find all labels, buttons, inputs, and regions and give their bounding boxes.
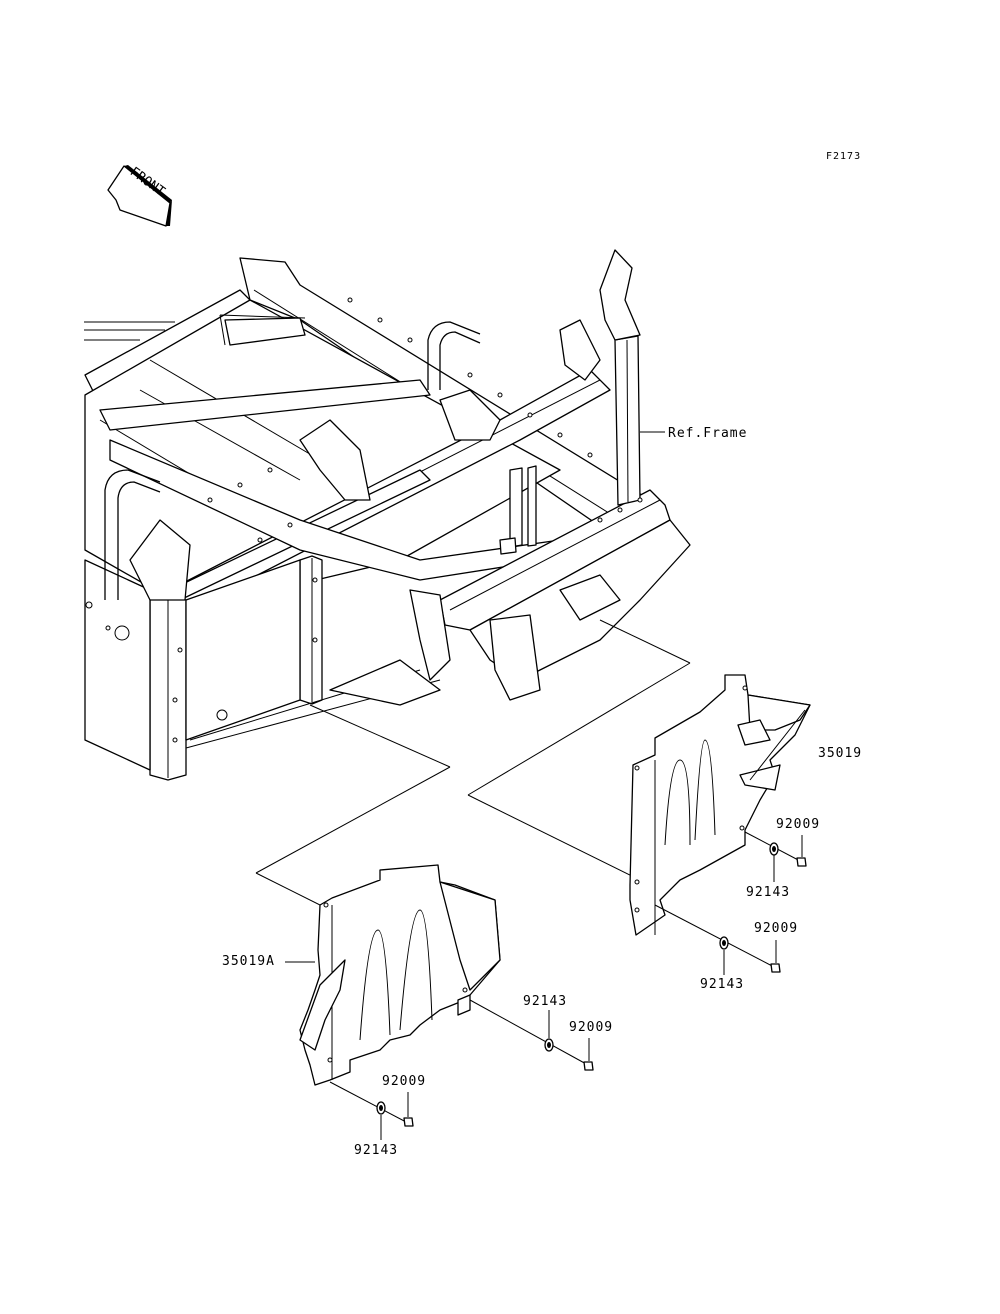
part-92143-label: 92143: [523, 994, 568, 1009]
guard-35019a: [299, 864, 501, 1086]
part-92143-label: 92143: [746, 885, 791, 900]
part-92143-label: 92143: [354, 1143, 399, 1158]
part-92009-label: 92009: [569, 1020, 614, 1035]
guard-35019: [629, 674, 811, 936]
washer-92143: [376, 842, 779, 1115]
part-35019a-label: 35019A: [222, 954, 275, 969]
figure-code: F2173: [826, 151, 862, 162]
part-92009-label: 92009: [776, 817, 821, 832]
bolt-92009: [403, 857, 807, 1127]
part-92009-label: 92009: [754, 921, 799, 936]
vehicle-frame: [84, 249, 691, 781]
part-35019-label: 35019: [818, 746, 863, 761]
part-92009-label: 92009: [382, 1074, 427, 1089]
front-arrow-icon: FRONT: [107, 164, 172, 227]
part-92143-label: 92143: [700, 977, 745, 992]
ref-frame-label: Ref.Frame: [668, 426, 748, 441]
